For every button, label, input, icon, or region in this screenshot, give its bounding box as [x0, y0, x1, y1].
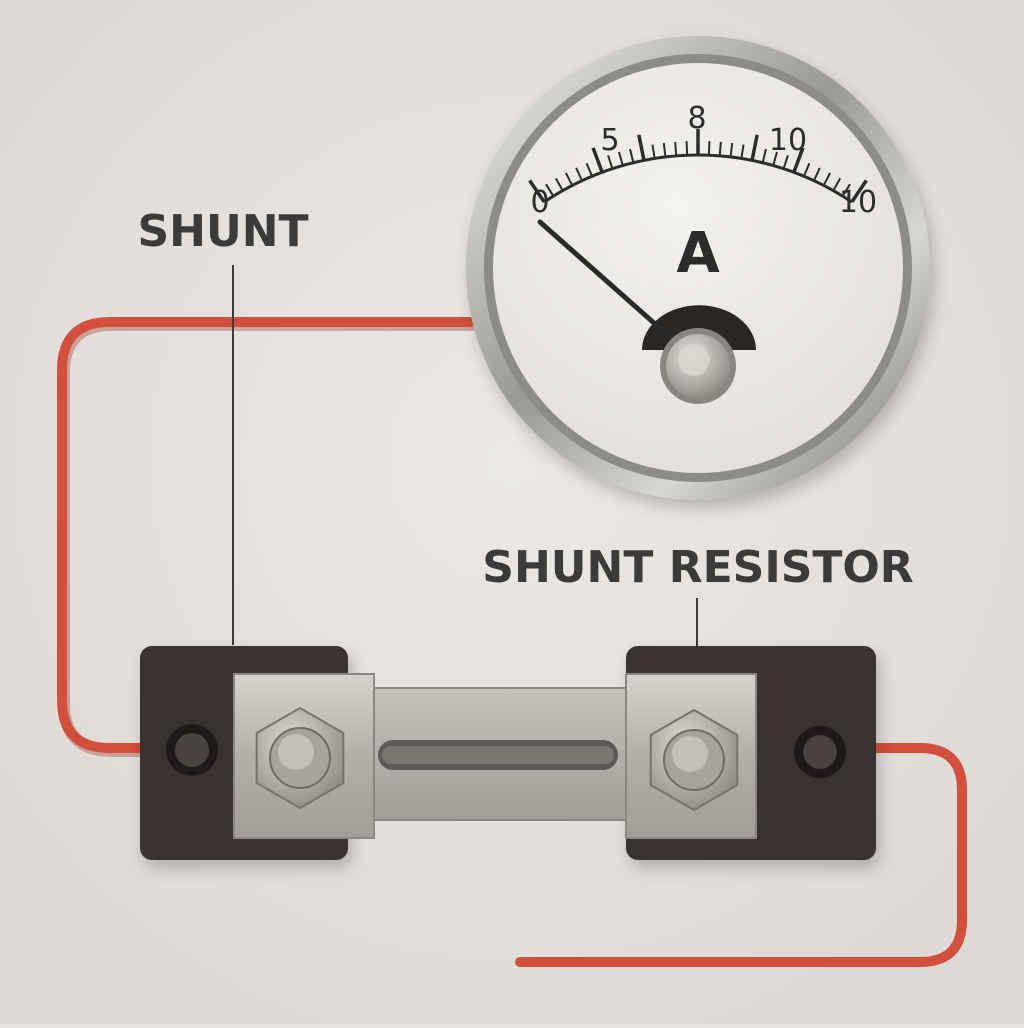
meter-minor-tick [822, 172, 831, 186]
meter-minor-tick [554, 177, 564, 192]
bolt-highlight-right [672, 736, 708, 772]
meter-minor-tick [761, 148, 767, 163]
meter-minor-tick [607, 155, 614, 169]
meter-scale-label-10: 10 [769, 123, 807, 158]
meter-minor-tick [618, 151, 624, 166]
meter-minor-tick [832, 177, 842, 192]
meter-minor-tick [662, 142, 667, 158]
meter-minor-tick [740, 144, 745, 159]
meter-scale-label-10-end: 10 [839, 185, 877, 220]
meter-scale-label-8: 8 [687, 101, 706, 136]
meter-minor-tick [545, 183, 555, 197]
meter-major-tick [637, 134, 646, 161]
meter-minor-tick [772, 151, 778, 166]
meter-minor-tick [651, 144, 656, 159]
meter-minor-tick [718, 141, 722, 156]
meter-minor-tick [803, 162, 811, 177]
meter-face [493, 63, 903, 473]
meter-minor-tick [782, 155, 789, 169]
meter-minor-tick [813, 167, 821, 182]
ammeter [466, 36, 930, 500]
bolt-highlight-left [278, 734, 314, 770]
meter-scale-label-0: 0 [530, 185, 549, 220]
meter-unit-label: A [676, 221, 720, 286]
shunt-resistor-label: SHUNT RESISTOR [482, 542, 913, 593]
meter-minor-tick [685, 141, 689, 156]
meter-minor-tick [585, 162, 593, 177]
meter-minor-tick [629, 148, 635, 163]
meter-scale-label-5: 5 [600, 123, 619, 158]
wire-grommet-right-inner [803, 735, 837, 769]
shunt-resistor [140, 646, 876, 860]
meter-minor-tick [674, 141, 678, 156]
meter-major-tick [850, 179, 868, 203]
meter-minor-tick [707, 141, 711, 156]
wire-right [515, 743, 967, 967]
shunt-bar-slot-inner [382, 746, 614, 764]
meter-scale-arc [543, 153, 853, 204]
meter-minor-tick [575, 167, 583, 182]
meter-major-tick [750, 134, 759, 161]
meter-minor-tick [565, 172, 574, 186]
meter-minor-tick [841, 183, 851, 197]
shunt-label: SHUNT [137, 206, 308, 257]
meter-major-tick [792, 147, 805, 173]
meter-major-tick [528, 179, 546, 203]
wire-grommet-left-inner [175, 733, 209, 767]
meter-major-tick [591, 147, 604, 173]
wires [57, 317, 967, 967]
meter-pivot-cap [678, 344, 710, 376]
meter-minor-tick [729, 142, 734, 158]
meter-scale [528, 129, 868, 204]
wire-left-core [57, 317, 475, 753]
